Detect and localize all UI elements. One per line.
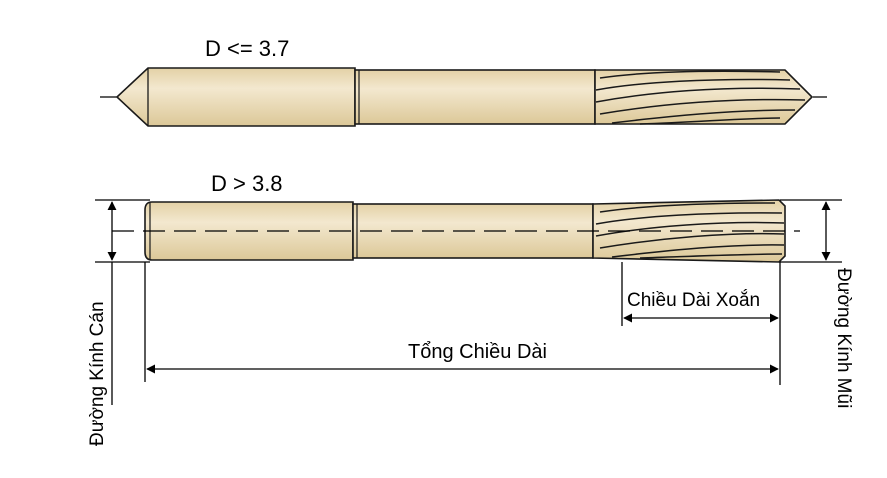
tip-diameter-label: Đường Kính Mũi (833, 268, 854, 408)
shank-top (115, 67, 356, 127)
reamer-small (100, 67, 827, 127)
flute-length-label: Chiều Dài Xoắn (627, 289, 760, 311)
top-diameter-label: D <= 3.7 (205, 36, 289, 61)
overall-length-label: Tổng Chiều Dài (408, 341, 547, 363)
body-top (354, 69, 596, 125)
reamer-large (112, 199, 800, 263)
shank-diameter-label: Đường Kính Cán (87, 301, 108, 446)
bottom-diameter-label: D > 3.8 (211, 171, 283, 196)
dimensions (95, 199, 842, 405)
